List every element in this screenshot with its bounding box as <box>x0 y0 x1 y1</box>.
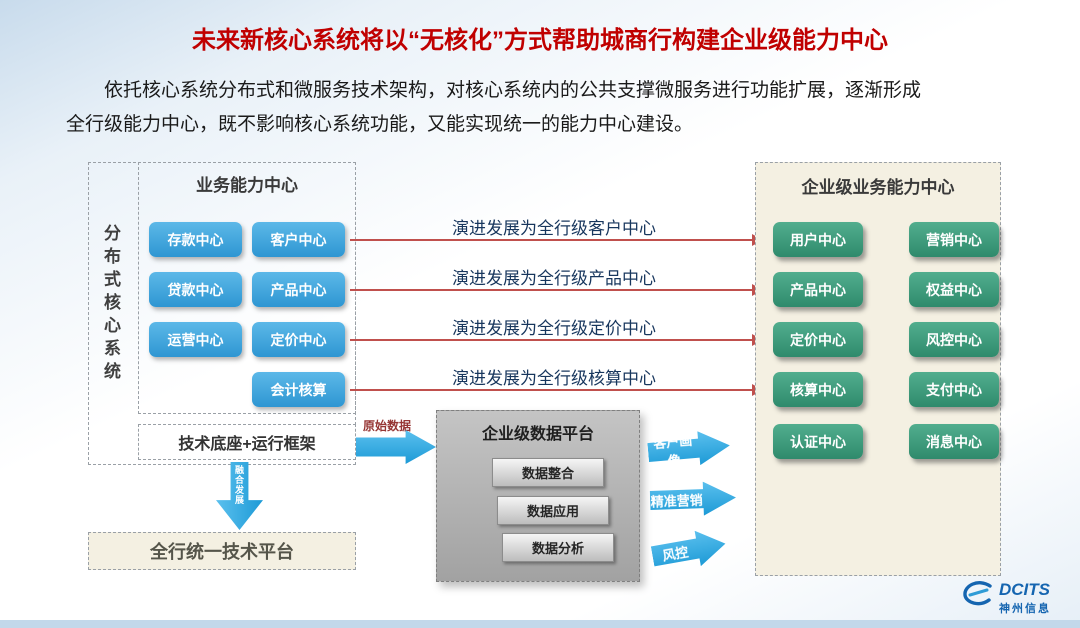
unified-tech-platform-box: 全行统一技术平台 <box>88 532 356 570</box>
data-analysis-item: 数据分析 <box>502 533 614 562</box>
precision-marketing-arrow: 精准营销 <box>649 481 736 518</box>
distributed-core-label: 分布式核心系统 <box>101 224 120 385</box>
data-integration-item: 数据整合 <box>492 458 604 487</box>
customer-center-button: 客户中心 <box>252 222 345 257</box>
evolution-arrow-label-3: 演进发展为全行级定价中心 <box>452 319 656 338</box>
risk-control-arrow: 风控 <box>649 526 728 574</box>
raw-data-arrow <box>356 430 436 464</box>
fusion-down-arrow: 融合发展 <box>216 462 263 530</box>
accounting-center-button: 会计核算 <box>252 372 345 407</box>
deposit-center-button: 存款中心 <box>149 222 242 257</box>
intro-line-2: 全行级能力中心，既不影响核心系统功能，又能实现统一的能力中心建设。 <box>66 114 694 135</box>
product-center-button-ent: 产品中心 <box>773 272 863 307</box>
tech-base-box: 技术底座+运行框架 <box>138 424 356 460</box>
dcits-swirl-icon <box>960 580 996 608</box>
marketing-center-button: 营销中心 <box>909 222 999 257</box>
fusion-arrow-label: 融合发展 <box>234 465 244 505</box>
bottom-decoration-strip <box>0 620 1080 628</box>
evolution-arrow-label-1: 演进发展为全行级客户中心 <box>452 219 656 238</box>
business-capability-box <box>138 162 356 414</box>
evolution-arrow-line-4 <box>350 389 754 391</box>
customer-profile-arrow: 客户画像 <box>647 428 732 469</box>
loan-center-button: 贷款中心 <box>149 272 242 307</box>
risk-control-center-button: 风控中心 <box>909 322 999 357</box>
enterprise-capability-title: 企业级业务能力中心 <box>801 178 955 197</box>
evolution-arrow-label-2: 演进发展为全行级产品中心 <box>452 269 656 288</box>
operation-center-button: 运营中心 <box>149 322 242 357</box>
intro-line-1: 依托核心系统分布式和微服务技术架构，对核心系统内的公共支撑微服务进行功能扩展，逐… <box>104 80 922 101</box>
evolution-arrow-line-1 <box>350 239 754 241</box>
pricing-center-button: 定价中心 <box>252 322 345 357</box>
customer-profile-label: 客户画像 <box>652 432 693 469</box>
user-center-button: 用户中心 <box>773 222 863 257</box>
evolution-arrow-line-3 <box>350 339 754 341</box>
product-center-button: 产品中心 <box>252 272 345 307</box>
evolution-arrow-label-4: 演进发展为全行级核算中心 <box>452 369 656 388</box>
dcits-brand-text: DCITS <box>999 580 1050 599</box>
dcits-company-text: 神州信息 <box>999 603 1051 615</box>
evolution-arrow-line-2 <box>350 289 754 291</box>
page-title: 未来新核心系统将以“无核化”方式帮助城商行构建企业级能力中心 <box>192 27 888 54</box>
message-center-button: 消息中心 <box>909 424 999 459</box>
raw-data-label: 原始数据 <box>363 419 412 433</box>
pricing-center-button-ent: 定价中心 <box>773 322 863 357</box>
data-platform-title: 企业级数据平台 <box>481 426 594 443</box>
risk-control-label: 风控 <box>661 543 690 564</box>
business-capability-title: 业务能力中心 <box>196 176 298 195</box>
rights-center-button: 权益中心 <box>909 272 999 307</box>
data-application-item: 数据应用 <box>497 496 609 525</box>
auth-center-button: 认证中心 <box>773 424 863 459</box>
payment-center-button: 支付中心 <box>909 372 999 407</box>
accounting-center-button-ent: 核算中心 <box>773 372 863 407</box>
precision-marketing-label: 精准营销 <box>650 492 703 509</box>
